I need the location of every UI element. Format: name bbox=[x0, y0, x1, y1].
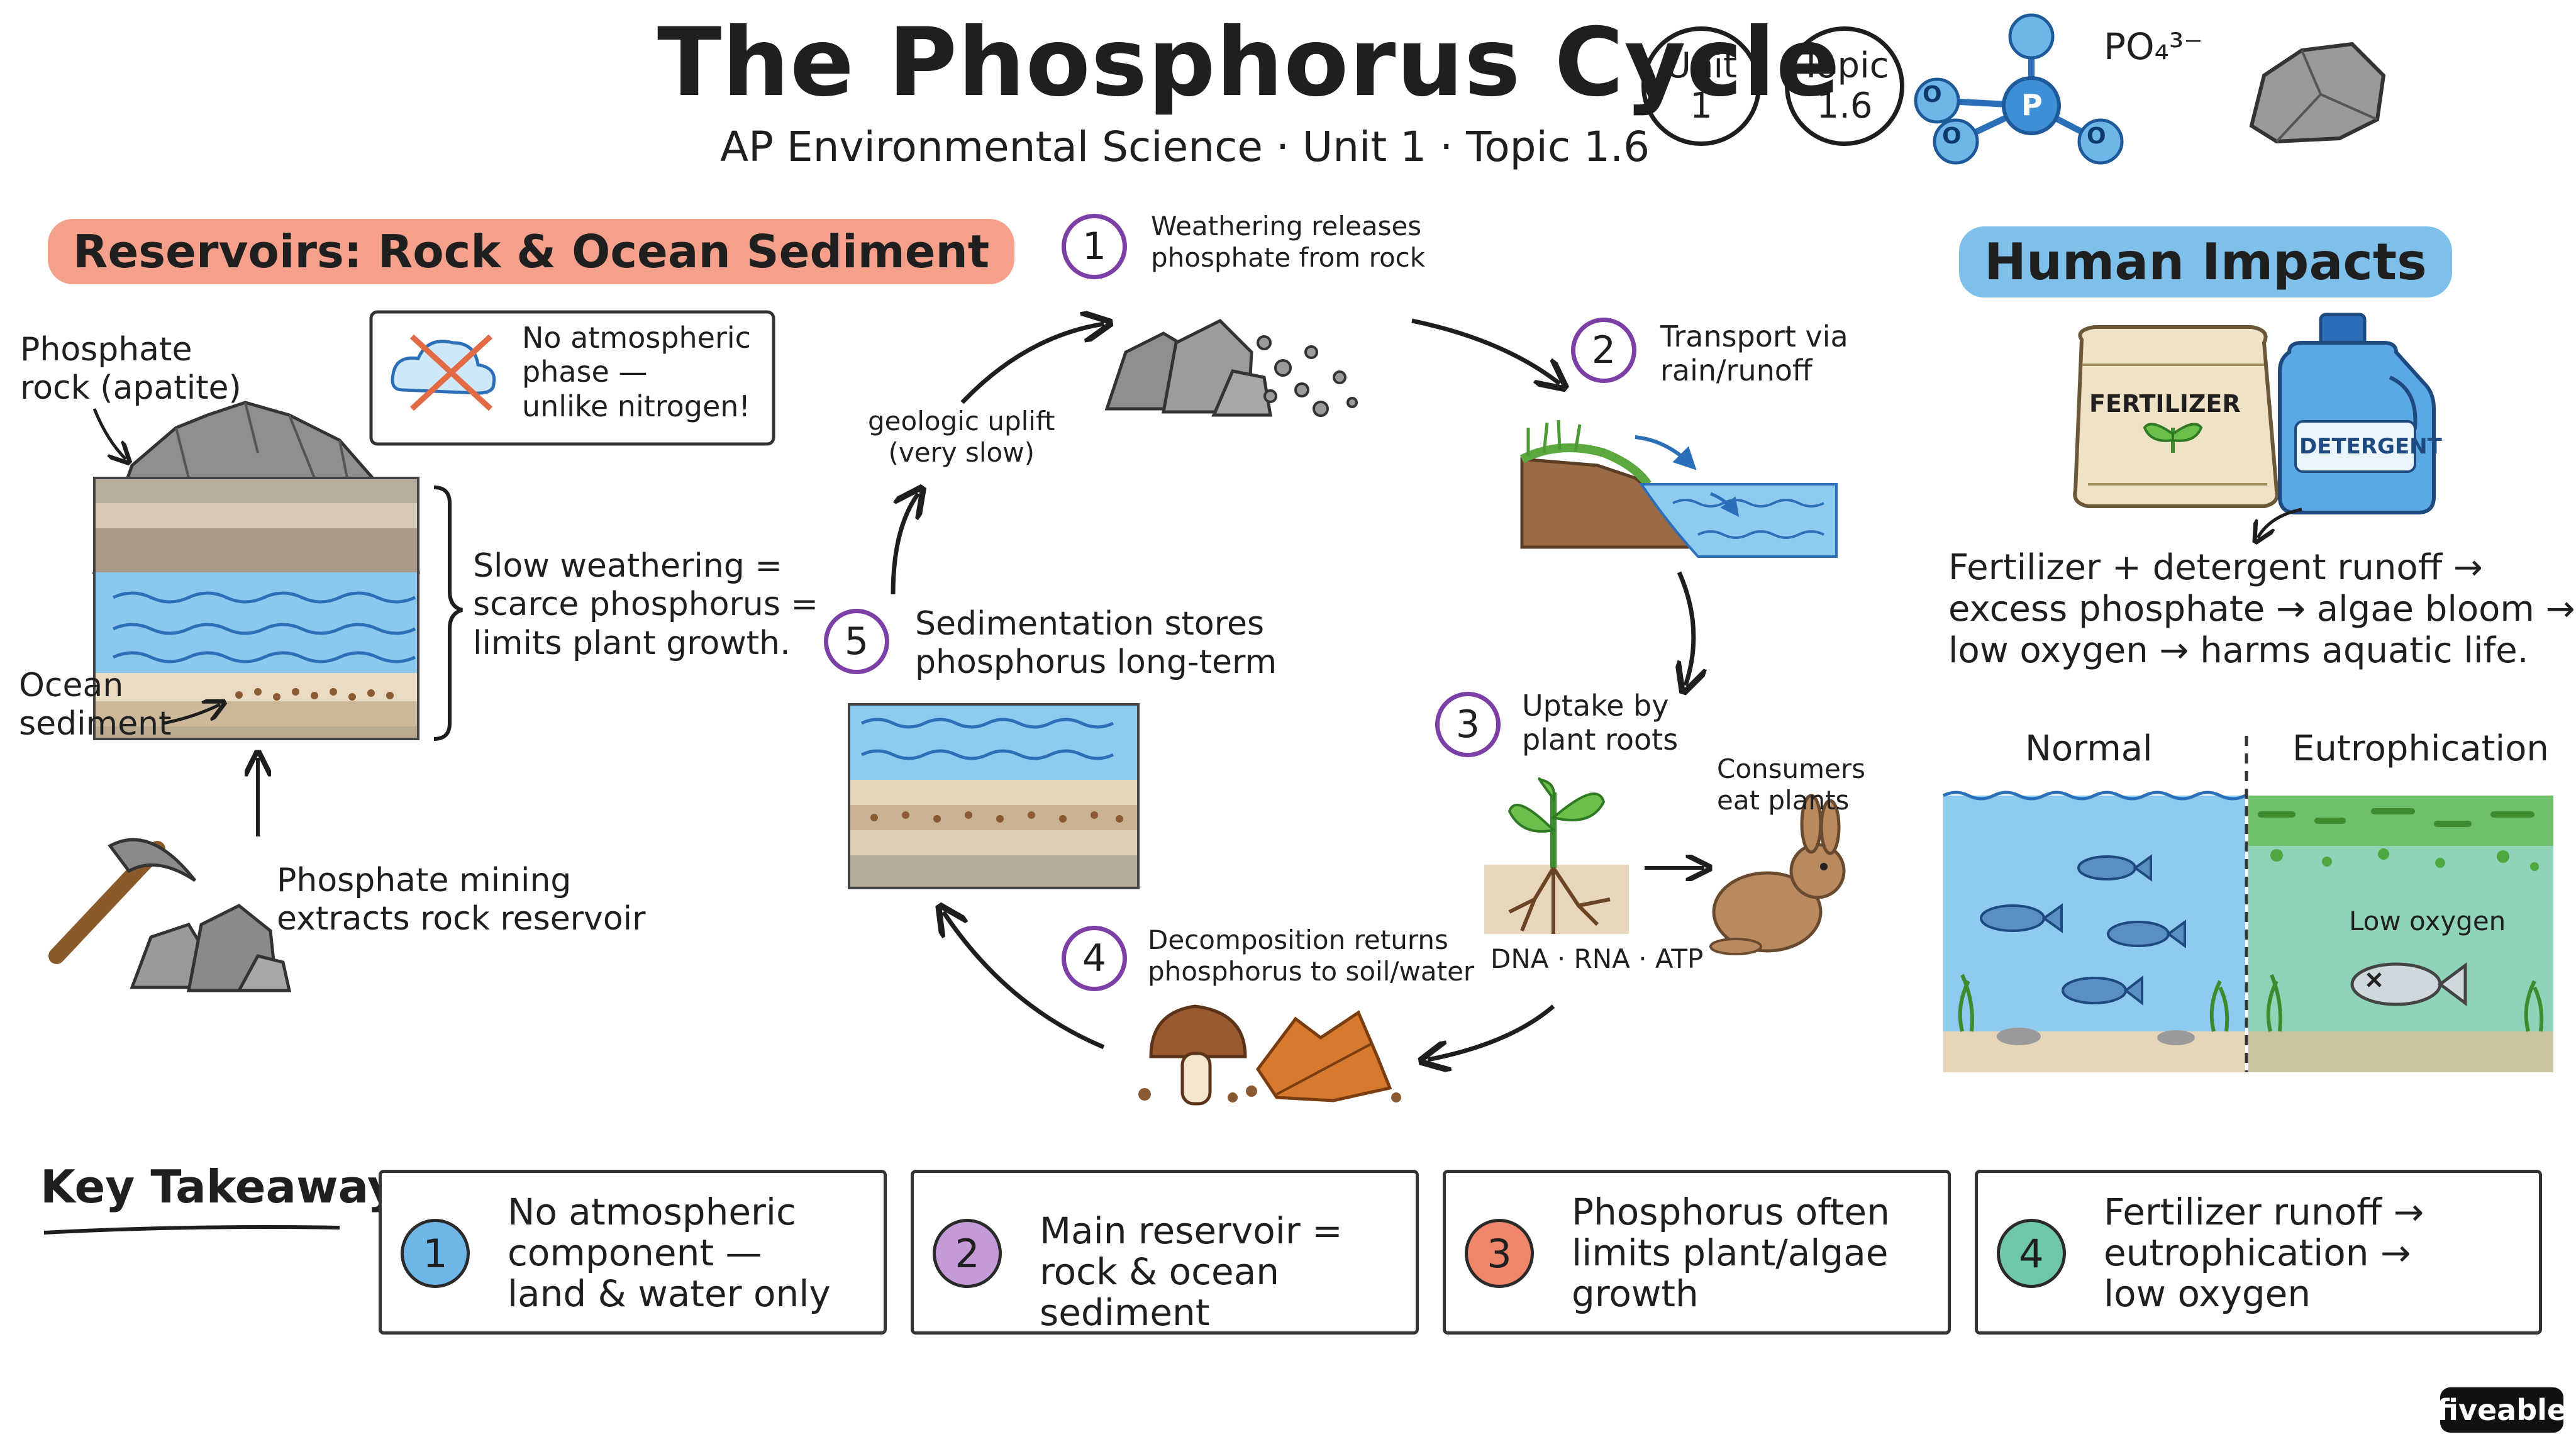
no-atmosphere-callout-box bbox=[369, 310, 775, 446]
detergent-bottle-icon bbox=[2278, 313, 2436, 514]
step-1-number: 1 bbox=[1062, 214, 1127, 279]
sediment-label-arrow bbox=[163, 704, 220, 725]
eutrophication-panel-title: Eutrophication bbox=[2292, 728, 2549, 769]
page-subtitle: AP Environmental Science · Unit 1 · Topi… bbox=[720, 123, 1650, 171]
normal-water-panel bbox=[1942, 791, 2246, 1072]
cycle-arrows bbox=[891, 321, 1694, 1060]
molecule-atom-o-bottom-left: O bbox=[1942, 123, 1962, 149]
low-oxygen-label: Low oxygen bbox=[2349, 906, 2506, 936]
impact-chain-text: Fertilizer + detergent runoff → excess p… bbox=[1948, 547, 2575, 672]
biomolecules-label: DNA · RNA · ATP bbox=[1491, 943, 1704, 974]
reservoirs-banner: Reservoirs: Rock & Ocean Sediment bbox=[48, 219, 1015, 284]
rock-pile-icon bbox=[130, 904, 292, 992]
step-2-label: Transport via rain/runoff bbox=[1660, 319, 1848, 388]
takeaway-1-number: 1 bbox=[401, 1219, 470, 1288]
takeaway-4-number: 4 bbox=[1997, 1219, 2066, 1288]
bottle-to-chain-arrow bbox=[2258, 508, 2302, 538]
slow-weathering-note: Slow weathering = scarce phosphorus = li… bbox=[473, 547, 819, 662]
molecule-atom-o-bottom-right: O bbox=[2087, 123, 2106, 149]
crossed-cloud-icon bbox=[391, 334, 496, 411]
rock-label-arrow bbox=[92, 408, 126, 459]
rabbit-icon bbox=[1709, 794, 1846, 955]
plant-roots-icon bbox=[1484, 777, 1629, 934]
human-impacts-banner: Human Impacts bbox=[1959, 226, 2452, 297]
step-4-number: 4 bbox=[1062, 926, 1127, 991]
geologic-uplift-label: geologic uplift (very slow) bbox=[868, 406, 1055, 468]
molecule-atom-o-left: O bbox=[1923, 82, 1942, 108]
step-5-label: Sedimentation stores phosphorus long-ter… bbox=[915, 605, 1277, 682]
no-atmosphere-note: No atmospheric phase — unlike nitrogen! bbox=[522, 321, 751, 423]
step-2-number: 2 bbox=[1571, 318, 1636, 383]
takeaway-card-1: 1 No atmospheric component — land & wate… bbox=[379, 1170, 887, 1335]
molecule-atom-p: P bbox=[2021, 88, 2043, 122]
step-1-label: Weathering releases phosphate from rock bbox=[1151, 211, 1426, 273]
takeaway-2-number: 2 bbox=[933, 1219, 1002, 1288]
mushroom-leaves-icon bbox=[1138, 1004, 1401, 1106]
takeaway-3-text: Phosphorus often limits plant/algae grow… bbox=[1572, 1191, 1890, 1315]
topic-badge: Topic 1.6 bbox=[1785, 26, 1904, 146]
rock-sediment-cross-section bbox=[92, 401, 420, 740]
unit-badge: Unit 1 bbox=[1641, 26, 1761, 146]
ocean-sediment-label: Ocean sediment bbox=[19, 667, 172, 743]
phosphate-formula: PO₄³⁻ bbox=[2104, 25, 2203, 68]
runoff-stream-icon bbox=[1519, 419, 1838, 558]
takeaway-4-text: Fertilizer runoff → eutrophication → low… bbox=[2104, 1191, 2424, 1315]
key-takeaways-heading: Key Takeaways: bbox=[40, 1160, 442, 1213]
phosphate-mining-label: Phosphate mining extracts rock reservoir bbox=[277, 862, 646, 938]
fertilizer-bag-icon bbox=[2073, 325, 2279, 508]
pickaxe-icon bbox=[48, 838, 196, 964]
step-3-number: 3 bbox=[1435, 692, 1501, 757]
phosphate-rock-label: Phosphate rock (apatite) bbox=[20, 331, 242, 408]
fiveable-logo[interactable]: fiveable bbox=[2437, 1387, 2567, 1433]
eutrophication-water-panel bbox=[2248, 796, 2553, 1072]
takeaway-2-text: Main reservoir = rock & ocean sediment bbox=[1040, 1209, 1343, 1334]
takeaways-underline bbox=[43, 1225, 340, 1235]
takeaway-1-text: No atmospheric component — land & water … bbox=[508, 1191, 831, 1315]
step-4-label: Decomposition returns phosphorus to soil… bbox=[1148, 924, 1475, 987]
fertilizer-bag-label: FERTILIZER bbox=[2089, 390, 2241, 418]
brace-icon bbox=[433, 486, 463, 741]
step-3-label: Uptake by plant roots bbox=[1522, 689, 1679, 757]
takeaway-3-number: 3 bbox=[1465, 1219, 1534, 1288]
phosphate-molecule-icon bbox=[1914, 13, 2124, 165]
takeaway-card-4: 4 Fertilizer runoff → eutrophication → l… bbox=[1975, 1170, 2542, 1335]
rock-icon bbox=[2249, 42, 2386, 144]
weathering-rocks-icon bbox=[1104, 318, 1358, 417]
normal-panel-title: Normal bbox=[2025, 728, 2153, 769]
consumers-label: Consumers eat plants bbox=[1717, 753, 1866, 816]
step-5-number: 5 bbox=[824, 609, 889, 674]
takeaway-card-2: 2 Main reservoir = rock & ocean sediment bbox=[911, 1170, 1419, 1335]
detergent-bottle-label: DETERGENT bbox=[2299, 434, 2442, 459]
sedimentation-tank-icon bbox=[848, 703, 1140, 889]
dead-fish-icon bbox=[2350, 962, 2467, 1006]
takeaway-card-3: 3 Phosphorus often limits plant/algae gr… bbox=[1443, 1170, 1951, 1335]
